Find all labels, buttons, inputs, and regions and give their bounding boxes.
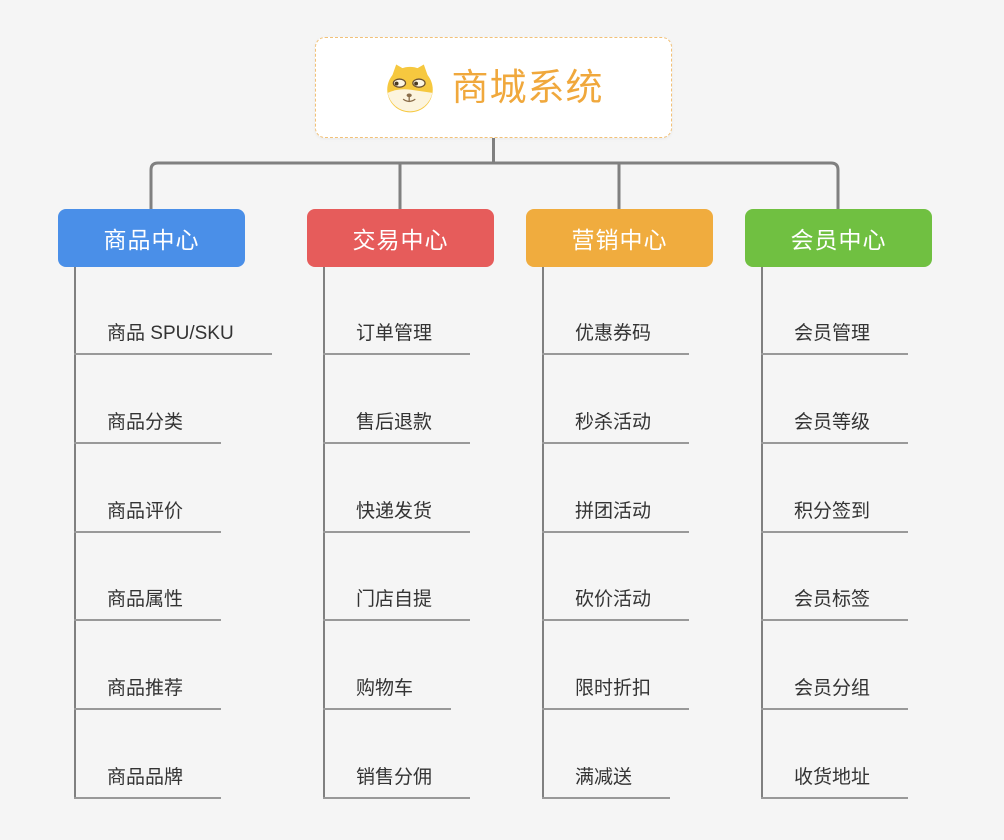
leaf-node[interactable]: 商品品牌 [74,766,222,799]
leaf-node[interactable]: 砍价活动 [542,588,690,621]
leaf-node[interactable]: 优惠券码 [542,322,690,355]
leaf-node[interactable]: 商品评价 [74,500,222,533]
leaf-node[interactable]: 会员等级 [761,411,909,444]
leaf-node[interactable]: 积分签到 [761,500,909,533]
leaf-node[interactable]: 快递发货 [323,500,471,533]
leaf-node[interactable]: 门店自提 [323,588,471,621]
root-title: 商城系统 [451,67,604,108]
leaf-node[interactable]: 售后退款 [323,411,471,444]
leaf-node[interactable]: 会员标签 [761,588,909,621]
leaf-node[interactable]: 销售分佣 [323,766,471,799]
leaf-node[interactable]: 订单管理 [323,322,471,355]
leaf-node[interactable]: 购物车 [323,677,452,710]
leaf-node[interactable]: 秒杀活动 [542,411,690,444]
leaf-node[interactable]: 拼团活动 [542,500,690,533]
root-node[interactable]: 商城系统 [315,37,672,138]
branch-node-1[interactable]: 交易中心 [307,209,494,267]
leaf-node[interactable]: 收货地址 [761,766,909,799]
leaf-node[interactable]: 商品属性 [74,588,222,621]
leaf-node[interactable]: 限时折扣 [542,677,690,710]
leaf-node[interactable]: 商品 SPU/SKU [74,322,272,355]
leaf-node[interactable]: 会员分组 [761,677,909,710]
branch-node-3[interactable]: 会员中心 [745,209,932,267]
leaf-node[interactable]: 商品分类 [74,411,222,444]
doge-icon [386,63,433,112]
leaf-node[interactable]: 会员管理 [761,322,909,355]
branch-node-2[interactable]: 营销中心 [526,209,713,267]
leaf-node[interactable]: 满减送 [542,766,671,799]
branch-node-0[interactable]: 商品中心 [58,209,245,267]
leaf-node[interactable]: 商品推荐 [74,677,222,710]
